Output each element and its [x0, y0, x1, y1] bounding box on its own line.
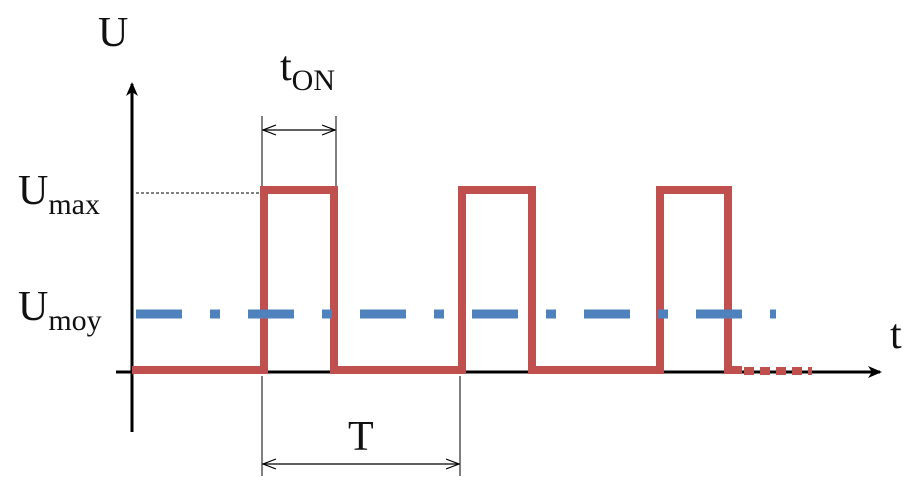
t-on-label-sub: ON — [292, 64, 335, 97]
u-max-label-sub: max — [48, 188, 100, 221]
pwm-signal — [132, 186, 742, 374]
u-moy-label-sub: moy — [48, 304, 101, 337]
t-on-label-main: t — [280, 44, 292, 90]
period-label: T — [348, 414, 374, 460]
u-max-label: Umax — [18, 168, 100, 221]
u-moy-label: Umoy — [18, 284, 102, 337]
u-max-label-main: U — [18, 168, 48, 214]
x-axis-label: t — [890, 312, 902, 358]
y-axis-label: U — [98, 10, 128, 56]
u-moy-label-main: U — [18, 284, 48, 330]
t-on-label: tON — [280, 44, 335, 97]
